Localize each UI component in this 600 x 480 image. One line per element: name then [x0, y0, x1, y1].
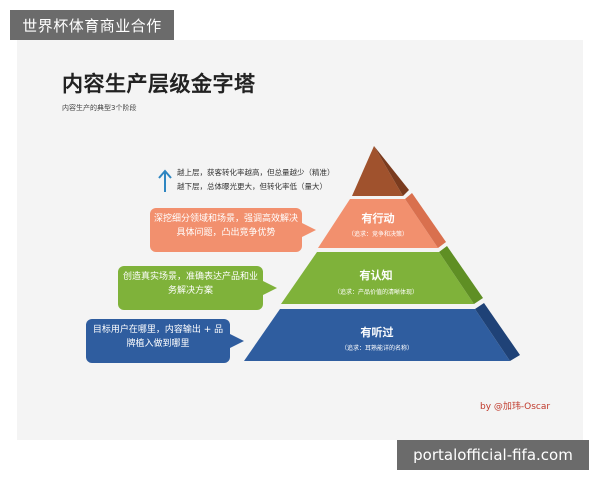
up-arrow-icon [158, 169, 172, 192]
level-2-note: （追求：产品价值的清晰体现） [334, 288, 418, 296]
pyramid-apex-front [352, 146, 403, 196]
pyramid-level-2-front [281, 252, 474, 304]
pyramid-level-1-side [405, 193, 446, 248]
legend-line-bottom: 越下层，总体曝光更大，但转化率低（量大） [177, 182, 327, 191]
callout-heard-text: 目标用户在哪里，内容输出 + 品牌植入做到哪里 [92, 325, 224, 349]
callout-awareness-pointer [261, 280, 277, 296]
level-1-name: 有行动 [362, 211, 395, 225]
author-credit: by @加玮-Oscar [480, 402, 551, 412]
pyramid-level-3-front [244, 309, 510, 361]
legend-line-top: 越上层，获客转化率越高，但总量越少（精准） [177, 168, 335, 177]
level-2-name: 有认知 [360, 268, 393, 282]
callout-heard-pointer [228, 333, 244, 349]
pyramid-level-1-front [318, 199, 438, 248]
diagram-title: 内容生产层级金字塔 [62, 72, 256, 96]
callout-action-pointer [300, 222, 316, 238]
watermark-bottom: portalofficial-fifa.com [397, 440, 589, 470]
level-3-note: （追求：耳熟能详的名称） [341, 344, 413, 352]
pyramid-apex-side [374, 146, 409, 196]
callout-action: 深挖细分领域和场景，强调高效解决具体问题，凸出竞争优势 [150, 208, 316, 252]
watermark-top: 世界杯体育商业合作 [10, 10, 174, 40]
level-3-name: 有听过 [361, 325, 394, 339]
callout-awareness: 创造真实场景，准确表达产品和业务解决方案 [118, 266, 277, 310]
callout-action-text: 深挖细分领域和场景，强调高效解决具体问题，凸出竞争优势 [154, 214, 299, 238]
pyramid-level-3-side [475, 303, 520, 361]
pyramid-level-2-side [439, 246, 483, 304]
diagram-subtitle: 内容生产的典型3个阶段 [62, 104, 137, 112]
callout-awareness-text: 创造真实场景，准确表达产品和业务解决方案 [122, 272, 258, 296]
level-1-note: （追求：竞争和决策） [348, 230, 408, 238]
callout-heard: 目标用户在哪里，内容输出 + 品牌植入做到哪里 [86, 319, 244, 363]
